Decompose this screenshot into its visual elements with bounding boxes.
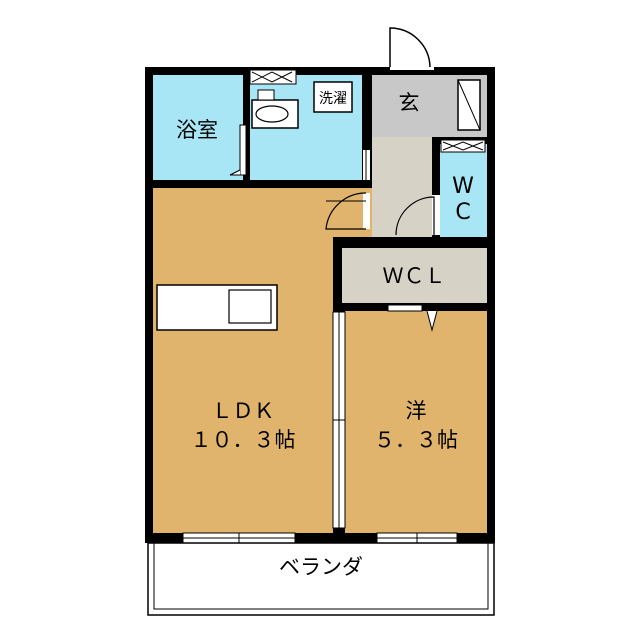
wcl-room	[342, 248, 487, 303]
laundry-label: 洗濯	[319, 91, 347, 107]
wc-label-c: C	[455, 200, 470, 225]
ldk-label: ＬＤＫ	[212, 399, 275, 423]
shoe-cabinet-icon	[457, 79, 481, 131]
veranda-label: ベランダ	[279, 555, 363, 579]
western-room	[345, 311, 487, 533]
western-size-label: ５．３帖	[374, 428, 458, 452]
entrance-label: 玄	[399, 91, 420, 115]
kitchen-counter-icon	[156, 284, 278, 331]
ldk-window-icon	[182, 532, 296, 544]
sliding-door-icon	[332, 311, 346, 529]
hallway	[372, 137, 432, 237]
wcl-label: ＷＣＬ	[383, 264, 446, 288]
laundry-machine-icon	[313, 81, 353, 113]
ldk-room	[153, 188, 333, 533]
western-window-icon	[376, 532, 458, 544]
bath-label: 浴室	[176, 118, 218, 142]
bath-room	[153, 75, 243, 180]
ldk-door-icon	[325, 192, 370, 230]
vent-icon	[249, 69, 297, 85]
entrance-door-icon	[389, 27, 434, 70]
wc-label-w: W	[452, 174, 474, 199]
ldk-size-label: １０．３帖	[191, 428, 296, 452]
bath-door-icon	[229, 124, 247, 176]
veranda-area	[147, 542, 495, 616]
washbasin-icon	[251, 89, 299, 129]
wc-vent-icon	[440, 139, 486, 153]
closet-door-icon	[387, 304, 438, 332]
washroom-door-icon	[363, 150, 370, 180]
wc-room	[440, 144, 487, 237]
western-label: 洋	[406, 399, 427, 423]
wc-door-icon	[395, 195, 440, 236]
